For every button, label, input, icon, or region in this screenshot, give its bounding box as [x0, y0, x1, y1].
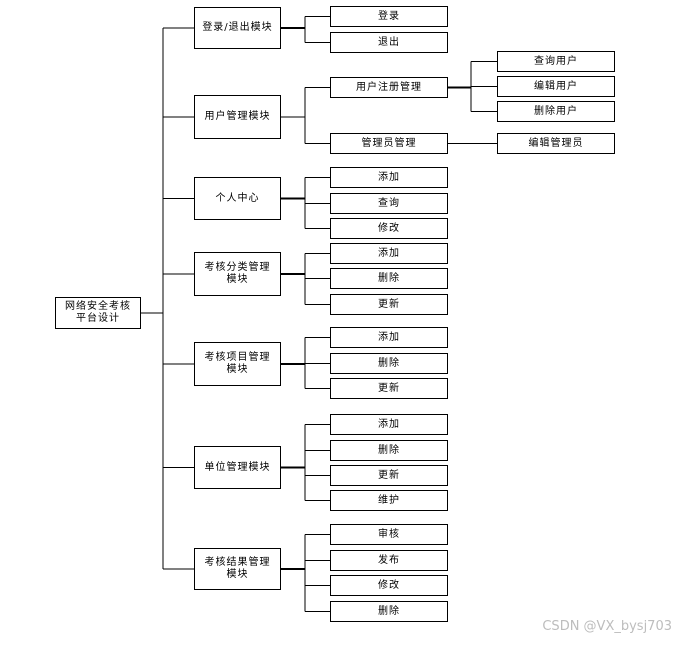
module-node: 个人中心: [194, 177, 281, 220]
leaf-node: 退出: [330, 32, 448, 53]
leaf-node: 删除: [330, 440, 448, 461]
module-node-label: 个人中心: [215, 192, 260, 204]
module-node: 登录/退出模块: [194, 7, 281, 49]
leaf-node: 添加: [330, 327, 448, 348]
leaf-node: 删除: [330, 601, 448, 622]
leaf-node-label: 更新: [378, 382, 400, 394]
submodule-node: 用户注册管理: [330, 77, 448, 98]
leaf-node-label: 维护: [378, 494, 400, 506]
leaf-node-label: 审核: [378, 528, 400, 540]
leaf-node-label: 查询: [378, 197, 400, 209]
leaf-node: 更新: [330, 465, 448, 486]
leaf-node-label: 添加: [378, 418, 400, 430]
leaf-node: 登录: [330, 6, 448, 27]
module-node: 单位管理模块: [194, 446, 281, 489]
root-node-label: 网络安全考核 平台设计: [65, 301, 131, 324]
leaf-node: 更新: [330, 294, 448, 315]
module-node-label: 用户管理模块: [204, 111, 271, 122]
leaf-node-label: 删除: [378, 357, 400, 369]
leaf-node-label: 编辑用户: [534, 80, 578, 92]
leaf-node: 添加: [330, 243, 448, 264]
leaf-node: 查询: [330, 193, 448, 214]
leaf-node: 编辑用户: [497, 76, 615, 97]
leaf-node: 修改: [330, 218, 448, 239]
leaf-node-label: 删除: [378, 444, 400, 456]
leaf-node: 删除: [330, 268, 448, 289]
module-node-label: 考核结果管理 模块: [204, 557, 271, 580]
leaf-node-label: 添加: [378, 247, 400, 259]
leaf-node-label: 删除: [378, 272, 400, 284]
leaf-node-label: 修改: [378, 579, 400, 591]
leaf-node: 删除: [330, 353, 448, 374]
module-node-label: 考核分类管理 模块: [204, 262, 271, 285]
leaf-node-label: 更新: [378, 469, 400, 481]
leaf-node-label: 修改: [378, 222, 400, 234]
module-node-label: 登录/退出模块: [202, 22, 273, 33]
leaf-node: 编辑管理员: [497, 133, 615, 154]
leaf-node-label: 删除用户: [534, 105, 578, 117]
leaf-node-label: 编辑管理员: [528, 137, 584, 149]
leaf-node: 发布: [330, 550, 448, 571]
leaf-node-label: 查询用户: [534, 55, 578, 67]
module-node: 考核项目管理 模块: [194, 342, 281, 386]
leaf-node: 查询用户: [497, 51, 615, 72]
submodule-node: 管理员管理: [330, 133, 448, 154]
submodule-node-label: 管理员管理: [361, 137, 417, 149]
submodule-node-label: 用户注册管理: [356, 81, 422, 93]
module-node: 考核结果管理 模块: [194, 548, 281, 590]
leaf-node: 更新: [330, 378, 448, 399]
module-node-label: 单位管理模块: [204, 461, 271, 473]
leaf-node: 添加: [330, 414, 448, 435]
leaf-node-label: 添加: [378, 331, 400, 343]
leaf-node: 删除用户: [497, 101, 615, 122]
module-node-label: 考核项目管理 模块: [204, 352, 271, 375]
leaf-node: 维护: [330, 490, 448, 511]
leaf-node-label: 添加: [378, 171, 400, 183]
leaf-node: 添加: [330, 167, 448, 188]
leaf-node-label: 登录: [378, 10, 400, 22]
leaf-node-label: 发布: [378, 554, 400, 566]
leaf-node-label: 更新: [378, 298, 400, 310]
leaf-node: 审核: [330, 524, 448, 545]
module-node: 用户管理模块: [194, 95, 281, 139]
leaf-node-label: 退出: [378, 36, 400, 48]
leaf-node-label: 删除: [378, 605, 400, 617]
root-node: 网络安全考核 平台设计: [55, 297, 141, 329]
module-node: 考核分类管理 模块: [194, 252, 281, 296]
leaf-node: 修改: [330, 575, 448, 596]
watermark: CSDN @VX_bysj703: [542, 619, 672, 634]
